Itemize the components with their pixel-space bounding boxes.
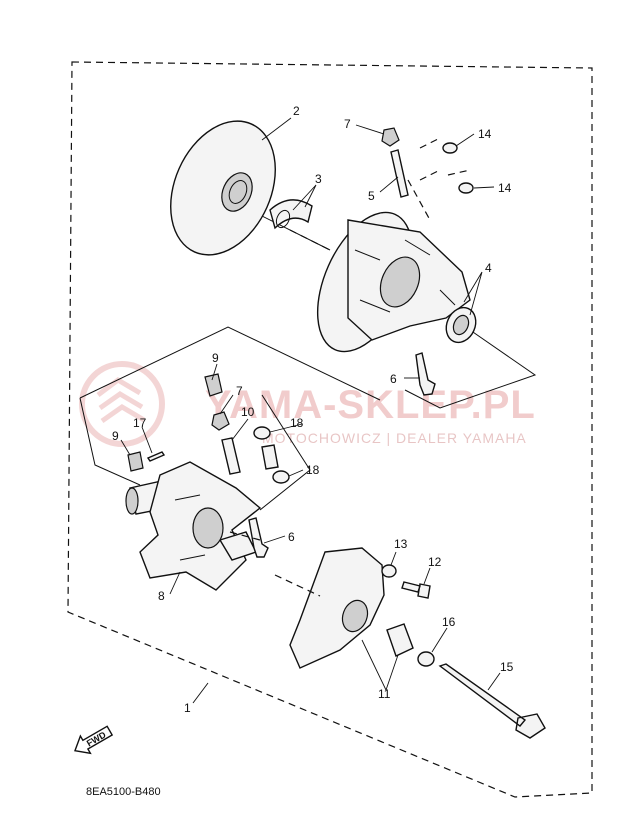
watermark-tagline: MOTOCHOWICZ | DEALER YAMAHA [262,430,527,446]
part-label: 14 [498,181,512,195]
watermark-brand: YAMA-SKLEP.PL [205,383,536,427]
part-labels: 2 3 4 5 6 6 7 7 8 9 9 10 11 12 13 14 14 … [112,104,514,715]
part-label: 10 [241,405,255,419]
part-label: 7 [344,117,351,131]
part-label: 13 [394,537,408,551]
leader-lines [120,117,501,704]
part-label: 3 [315,172,322,186]
washer-13 [381,564,397,578]
watermark-logo-icon [79,361,165,447]
part-label: 7 [236,384,243,398]
sheave-disk [170,120,276,256]
roller-washers [253,426,290,484]
part-label: 9 [212,351,219,365]
part-label: 16 [442,615,456,629]
part-label: 11 [378,687,391,701]
part-label: 5 [368,189,375,203]
bolt-lower [248,517,269,558]
part-label: 2 [293,104,300,118]
weight-nut-lower [211,411,230,431]
part-label: 6 [390,372,397,386]
part-label: 17 [133,416,147,430]
roller-pin [221,437,241,475]
washer-16 [417,651,435,667]
part-label: 4 [485,261,492,275]
slider-block-lower [127,451,144,472]
guide-pin [390,149,409,198]
part-label: 14 [478,127,492,141]
fwd-arrow-icon: FWD [74,725,114,755]
assembly-boundary [67,61,593,798]
assembly-lines [229,179,431,597]
bushing-ring [445,306,477,344]
part-label: 6 [288,530,295,544]
long-bolt-15 [438,663,546,739]
part-label: 12 [428,555,442,569]
part-label: 18 [306,463,320,477]
bolt-upper [415,352,436,396]
spacer-ring [269,199,313,230]
cover-plate [289,547,414,669]
part-label: 18 [290,416,304,430]
part-label: 15 [500,660,514,674]
diagram-code: 8EA5100-B480 [86,786,161,798]
slider-pair-upper [419,137,474,194]
watermark: YAMA-SKLEP.PL MOTOCHOWICZ | DEALER YAMAH… [79,361,536,447]
part-label: 8 [158,589,165,603]
spider-assembly [125,461,262,591]
moving-sheave-housing [316,211,471,353]
part-label: 1 [184,701,191,715]
bolt-12 [401,581,431,599]
lower-plane-outline [79,326,381,511]
part-label: 9 [112,429,119,443]
weight-nut-upper [381,127,400,147]
spring-pin [146,451,166,462]
